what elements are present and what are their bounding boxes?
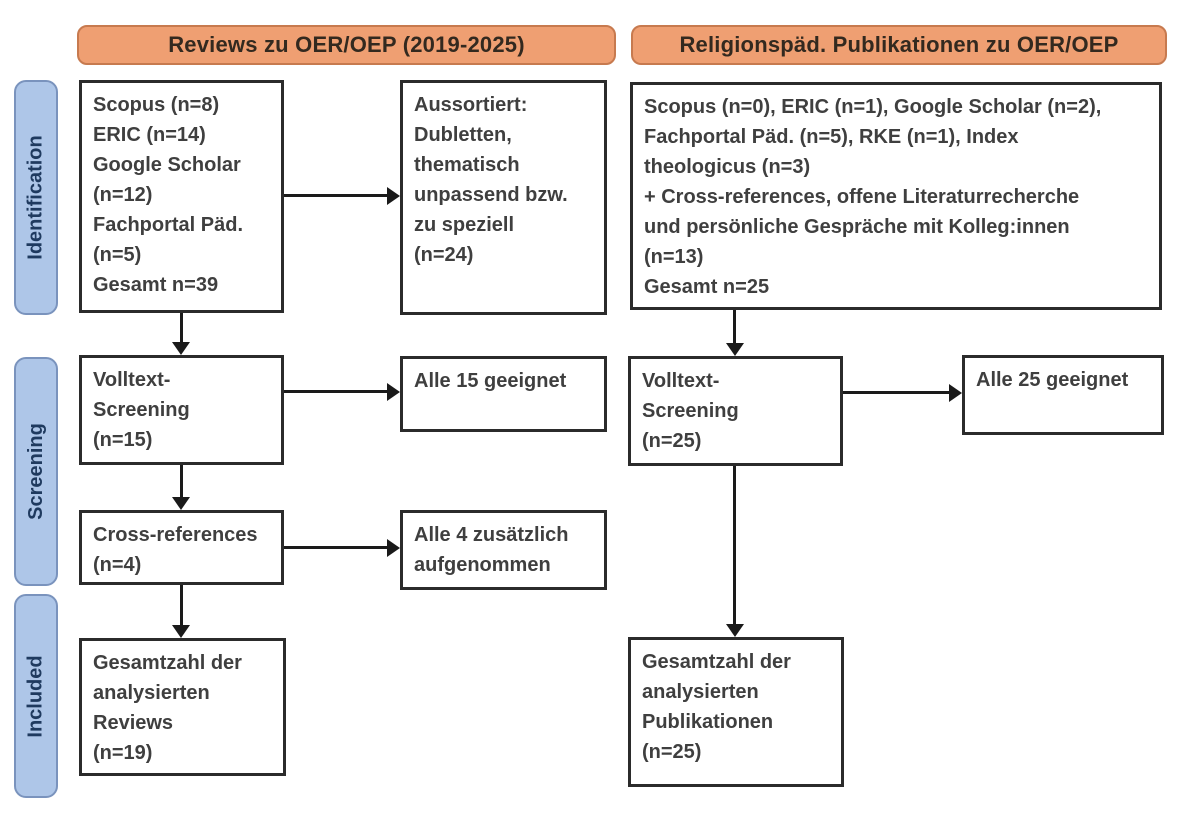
box-text-line: Alle 4 zusätzlich <box>414 524 569 546</box>
box-text-line: Volltext- <box>93 369 171 391</box>
arrow-shaft <box>180 465 183 499</box>
box-text-line: Screening <box>642 400 739 422</box>
box-right-fulltext-screening: Volltext- Screening (n=25) <box>628 356 843 466</box>
box-text-line: (n=19) <box>93 742 153 764</box>
stage-label-screening: Screening <box>24 423 47 520</box>
right-column-header: Religionspäd. Publikationen zu OER/OEP <box>631 25 1167 65</box>
box-text-line: (n=4) <box>93 554 142 576</box>
box-text-line: + Cross-references, offene Literaturrech… <box>644 186 1080 208</box>
arrow-shaft <box>733 310 736 345</box>
box-text-line: Alle 25 geeignet <box>976 369 1129 391</box>
box-right-all-eligible: Alle 25 geeignet <box>962 355 1164 435</box>
box-text-line: Scopus (n=0), ERIC (n=1), Google Scholar… <box>644 96 1102 118</box>
stage-label-included: Included <box>24 654 47 738</box>
box-text-line: Gesamt n=25 <box>644 276 770 298</box>
box-text-line: und persönliche Gespräche mit Kolleg:inn… <box>644 216 1070 238</box>
box-text-line: (n=25) <box>642 430 702 452</box>
box-left-additionally-included: Alle 4 zusätzlich aufgenommen <box>400 510 607 590</box>
box-text-line: theologicus (n=3) <box>644 156 811 178</box>
arrow-head <box>172 497 190 510</box>
arrow-head <box>387 539 400 557</box>
box-left-fulltext-screening: Volltext- Screening (n=15) <box>79 355 284 465</box>
arrow-shaft <box>284 194 389 197</box>
box-text-line: Screening <box>93 399 190 421</box>
box-right-sources: Scopus (n=0), ERIC (n=1), Google Scholar… <box>630 82 1162 310</box>
arrow-shaft <box>843 391 951 394</box>
box-text-line: Dubletten, <box>414 124 512 146</box>
box-text-line: Gesamtzahl der <box>642 651 791 673</box>
box-left-all-eligible: Alle 15 geeignet <box>400 356 607 432</box>
box-text-line: zu speziell <box>414 214 515 236</box>
box-text-line: Scopus (n=8) <box>93 94 220 116</box>
arrow-head <box>387 187 400 205</box>
box-left-cross-references: Cross-references (n=4) <box>79 510 284 585</box>
box-text-line: (n=5) <box>93 244 142 266</box>
box-text-line: aufgenommen <box>414 554 551 576</box>
box-text-line: Cross-references <box>93 524 258 546</box>
box-text-line: Google Scholar <box>93 154 241 176</box>
box-text-line: analysierten <box>93 682 210 704</box>
box-text-line: ERIC (n=14) <box>93 124 206 146</box>
arrow-shaft <box>284 390 389 393</box>
arrow-shaft <box>180 313 183 344</box>
box-text-line: Fachportal Päd. <box>93 214 244 236</box>
arrow-shaft <box>180 585 183 627</box>
stage-tab-screening: Screening <box>14 357 58 586</box>
stage-tab-included: Included <box>14 594 58 798</box>
box-text-line: Gesamtzahl der <box>93 652 242 674</box>
box-text-line: unpassend bzw. <box>414 184 568 206</box>
left-column-header: Reviews zu OER/OEP (2019-2025) <box>77 25 616 65</box>
arrow-head <box>172 342 190 355</box>
box-text-line: Volltext- <box>642 370 720 392</box>
box-text-line: Alle 15 geeignet <box>414 370 567 392</box>
arrow-head <box>949 384 962 402</box>
box-text-line: thematisch <box>414 154 520 176</box>
arrow-head <box>726 624 744 637</box>
box-text-line: Publikationen <box>642 711 774 733</box>
box-text-line: analysierten <box>642 681 759 703</box>
box-text-line: (n=15) <box>93 429 153 451</box>
stage-label-identification: Identification <box>24 135 47 260</box>
box-text-line: Gesamt n=39 <box>93 274 219 296</box>
arrow-shaft <box>733 466 736 626</box>
arrow-head <box>172 625 190 638</box>
stage-tab-identification: Identification <box>14 80 58 315</box>
box-text-line: Aussortiert: <box>414 94 528 116</box>
arrow-head <box>726 343 744 356</box>
arrow-shaft <box>284 546 389 549</box>
box-text-line: Fachportal Päd. (n=5), RKE (n=1), Index <box>644 126 1019 148</box>
box-left-excluded: Aussortiert: Dubletten, thematisch unpassen… <box>400 80 607 315</box>
box-text-line: (n=13) <box>644 246 704 268</box>
box-left-sources: Scopus (n=8) ERIC (n=14) Google Scholar (n=… <box>79 80 284 313</box>
arrow-head <box>387 383 400 401</box>
box-text-line: (n=12) <box>93 184 153 206</box>
box-text-line: Reviews <box>93 712 174 734</box>
box-text-line: (n=24) <box>414 244 474 266</box>
box-text-line: (n=25) <box>642 741 702 763</box>
